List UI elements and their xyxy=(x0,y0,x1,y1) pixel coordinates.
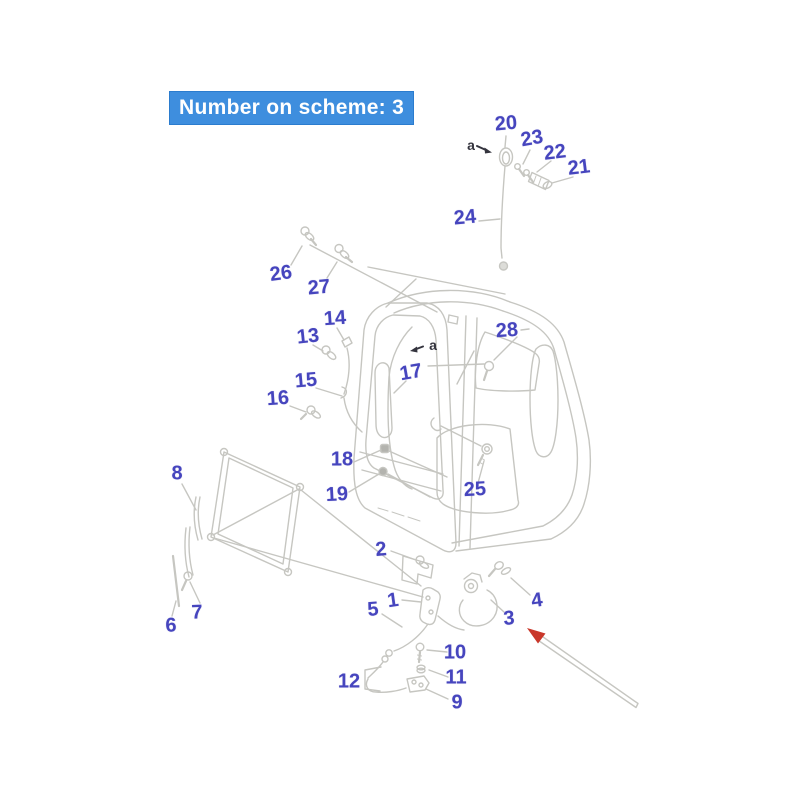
part-callout-17: 17 xyxy=(398,359,424,386)
reference-mark-a-antenna: a xyxy=(467,137,475,153)
part-callout-3: 3 xyxy=(502,607,516,630)
cab-body xyxy=(353,289,592,553)
part-callout-5: 5 xyxy=(366,598,380,621)
red-arrow-pointer xyxy=(527,628,639,709)
part-callout-16: 16 xyxy=(266,386,290,411)
part-callout-15: 15 xyxy=(293,368,318,393)
part-callout-26: 26 xyxy=(268,261,294,286)
part-callout-24: 24 xyxy=(452,205,477,230)
part-callout-25: 25 xyxy=(463,477,487,502)
roof-bolts-26-27 xyxy=(290,226,506,313)
part-callout-21: 21 xyxy=(566,155,592,180)
molding-strips xyxy=(171,483,203,617)
part-callout-13: 13 xyxy=(295,324,321,349)
part-callout-18: 18 xyxy=(330,448,354,471)
cab-fittings xyxy=(348,326,530,498)
part-callout-27: 27 xyxy=(306,275,331,300)
reference-mark-a-windshield: a xyxy=(429,337,437,353)
part-callout-10: 10 xyxy=(443,641,467,664)
part-callout-14: 14 xyxy=(323,306,347,331)
antenna-assembly xyxy=(476,135,574,271)
part-callout-12: 12 xyxy=(337,670,361,693)
part-callout-11: 11 xyxy=(445,666,467,689)
washer-tube-assembly xyxy=(289,327,363,433)
part-callout-6: 6 xyxy=(165,614,177,637)
part-callout-8: 8 xyxy=(171,462,183,485)
part-callout-20: 20 xyxy=(493,111,518,136)
part-callout-23: 23 xyxy=(519,125,545,152)
part-callout-7: 7 xyxy=(191,601,203,624)
part-callout-19: 19 xyxy=(325,482,349,507)
part-callout-28: 28 xyxy=(495,318,519,343)
horn-mount-assembly xyxy=(364,550,531,700)
window-frame-panel xyxy=(206,447,424,598)
part-callout-2: 2 xyxy=(374,538,388,561)
part-callout-22: 22 xyxy=(542,140,568,165)
part-callout-9: 9 xyxy=(451,691,463,714)
page-title: Number on scheme: 3 xyxy=(169,91,415,125)
